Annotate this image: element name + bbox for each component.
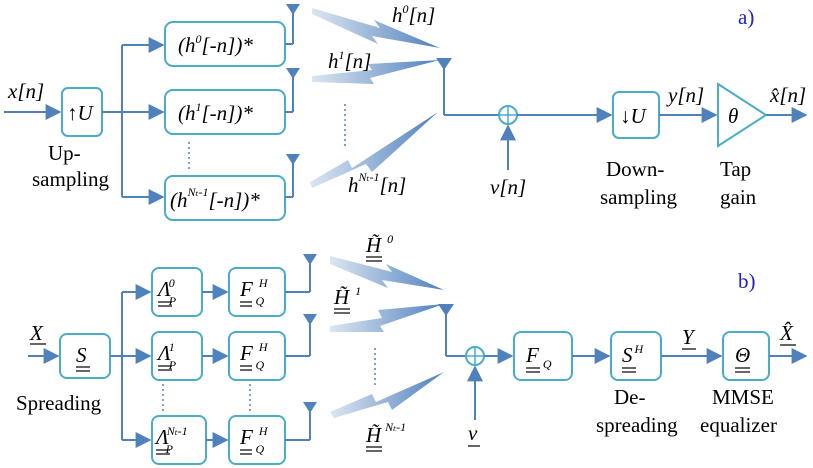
channel-bolt-2-icon [310,112,438,188]
b-channel-bolt-1-icon [330,304,444,332]
equalizer-symbol: Θ [735,343,750,367]
channel-label-0: h0[n] [392,2,435,27]
channel-bolt-1-icon [312,60,440,84]
b-channel-label-1: H̃1 [333,284,361,309]
fft-block [513,331,573,381]
matched-filter-1-label: (h1[-n])* [178,100,253,125]
input-x-label: x[n] [7,79,44,103]
tx-antenna-1-icon [286,68,300,79]
panel-a-tag: a) [738,5,754,29]
noise-label: v[n] [490,175,526,199]
b-channel-bolt-2-icon [330,372,444,418]
b-channel-label-0: H̃0 [365,232,393,257]
output-y-label: y[n] [666,83,704,107]
matched-filter-0-label: (h0[-n])* [178,32,253,57]
b-noise-label: v [468,421,478,445]
despreader-block [610,331,662,381]
tap-gain-caption-1: Tap [720,157,751,181]
output-Y-label: Y [682,325,696,349]
b-channel-bolt-0-icon [330,256,444,290]
b-tx-antenna-1-icon [303,314,317,325]
spreader-symbol: S [76,343,87,367]
panel-a: a) x[n] ↑U Up- sampling (h0[-n])* (h1[-n… [4,2,808,221]
output-xhat-label: x̂[n] [769,83,806,107]
upsampling-caption-1: Up- [48,141,81,165]
upsampler-symbol: ↑U [67,101,95,125]
channel-bolt-0-icon [312,8,440,48]
tx-antenna-2-icon [286,154,300,165]
equalizer-caption-2: equalizer [700,413,777,437]
ifft-block-1 [228,331,286,381]
spreading-caption: Spreading [16,391,102,415]
ifft-block-2 [228,415,286,465]
upsampling-caption-2: sampling [32,167,109,191]
input-X-label: X [29,321,44,345]
equalizer-caption-1: MMSE [712,385,774,409]
downsampling-caption-2: sampling [600,185,677,209]
tx-antenna-0-icon [286,4,300,15]
b-tx-antenna-0-icon [303,254,317,265]
matched-filter-2-label: (hNₜ-1[-n])* [170,185,260,212]
tap-gain-caption-2: gain [720,185,757,209]
ifft-block-0 [228,267,286,317]
channel-label-1: h1[n] [328,48,371,73]
downsampler-symbol: ↓U [620,104,648,128]
panel-b-tag: b) [738,269,756,293]
downsampling-caption-1: Down- [606,157,664,181]
channel-label-2: hNₜ-1[n] [348,170,406,197]
despreading-caption-2: spreading [596,413,678,437]
tap-gain-block [717,82,768,148]
output-Xhat-label: X̂ [779,321,794,345]
despreading-caption-1: De- [614,385,645,409]
b-channel-label-2: H̃Nₜ-1 [365,420,406,447]
b-tx-antenna-2-icon [303,402,317,413]
tap-gain-symbol: θ [728,104,738,128]
